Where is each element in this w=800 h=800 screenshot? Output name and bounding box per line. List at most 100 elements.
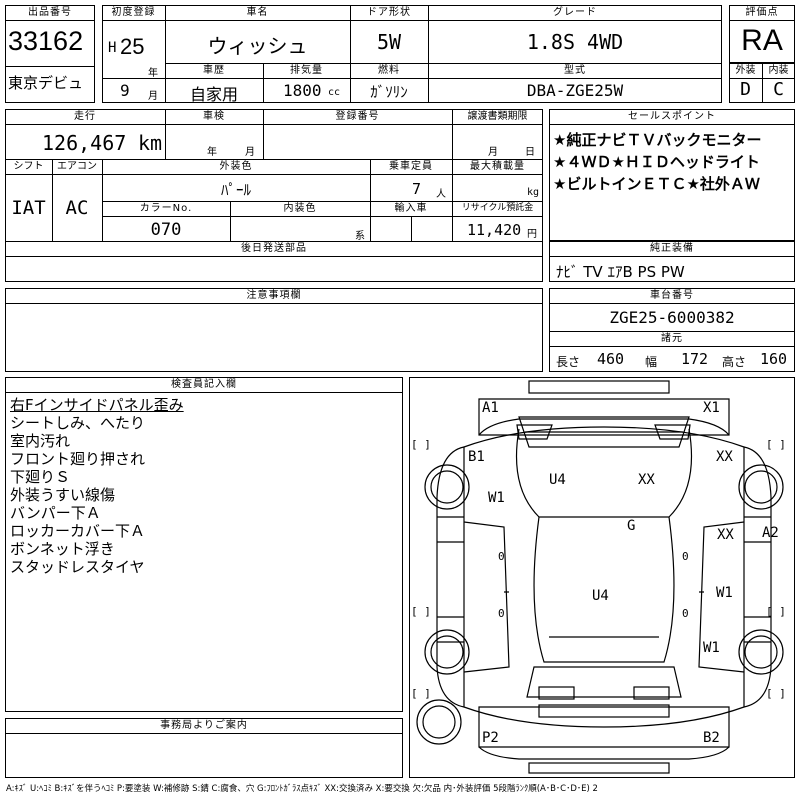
lot-number: 33162 <box>8 26 84 56</box>
note-item: 右Fインサイドパネル歪み <box>10 396 184 414</box>
history-label: 車歴 <box>203 65 225 76</box>
header-main-box <box>102 5 722 103</box>
car-name: ウィッシュ <box>207 34 308 58</box>
capacity-value: 7 <box>412 180 422 198</box>
model-label: 型式 <box>564 65 586 76</box>
damage-mark: X1 <box>703 400 720 416</box>
car-name-label: 車名 <box>246 7 269 18</box>
note-item: シートしみ、へたり <box>10 414 146 432</box>
displacement-label: 排気量 <box>290 65 323 76</box>
sales-point-3: ★ビルトインＥＴＣ★社外ＡＷ <box>553 175 760 193</box>
dims-label: 諸元 <box>661 333 683 344</box>
office-box <box>5 718 403 778</box>
score: RA <box>741 24 783 57</box>
fuel: ｶﾞｿﾘﾝ <box>370 83 408 101</box>
score-label: 評価点 <box>745 7 779 18</box>
chassis-number: ZGE25-6000382 <box>609 308 735 327</box>
fuel-label: 燃料 <box>378 65 400 76</box>
diagram-bracket: [ ] <box>411 605 431 618</box>
venue-box <box>5 66 95 103</box>
ext-grade-label: 外装 <box>735 65 756 76</box>
history: 自家用 <box>189 85 238 104</box>
inspector-notes: 右Fインサイドパネル歪み シートしみ、へたり 室内汚れ フロント廻り押され 下廻… <box>10 396 184 576</box>
sales-point-1: ★純正ナビＴＶバックモニター <box>553 131 762 149</box>
reg-era: H <box>108 40 117 56</box>
shift-label: シフト <box>13 161 44 172</box>
int-grade-label: 内装 <box>768 65 789 76</box>
score-box <box>729 5 795 63</box>
damage-mark: A1 <box>482 400 499 416</box>
displacement-unit: cc <box>328 87 341 98</box>
height-label: 高さ <box>722 355 747 369</box>
reg-month-unit: 月 <box>148 91 158 102</box>
car-diagram <box>416 380 784 774</box>
door-label: ドア形状 <box>367 7 411 18</box>
door-type: 5W <box>376 30 402 54</box>
displacement: 1800 <box>283 81 322 100</box>
damage-mark: G <box>627 518 636 534</box>
sales-point-2: ★４ＷＤ★ＨＩＤヘッドライト <box>553 153 760 171</box>
office-label: 事務局よりご案内 <box>160 720 248 731</box>
diagram-bracket: [ ] <box>411 438 431 451</box>
caution-box <box>5 288 543 372</box>
model-code: DBA-ZGE25W <box>526 81 624 100</box>
note-item: 室内汚れ <box>10 432 71 450</box>
damage-mark: XX <box>717 527 734 543</box>
color-value: ﾊﾟｰﾙ <box>220 181 251 199</box>
damage-mark: B1 <box>468 449 485 465</box>
equipment-box <box>549 241 795 282</box>
damage-mark: W1 <box>703 640 720 656</box>
ext-grade: D <box>740 79 751 100</box>
length-label: 長さ <box>556 355 581 369</box>
color-label: 外装色 <box>219 161 253 172</box>
note-item: 外装うすい線傷 <box>10 486 116 504</box>
mileage: 126,467 <box>42 131 127 155</box>
first-reg-label: 初度登録 <box>111 7 156 18</box>
damage-mark: U4 <box>592 588 609 604</box>
inspection-year-unit: 年 <box>207 147 217 158</box>
damage-diagram-box <box>409 377 795 778</box>
damage-mark: XX <box>638 472 655 488</box>
diagram-zero: 0 <box>682 550 689 563</box>
damage-mark: A2 <box>762 525 779 541</box>
reg-year-unit: 年 <box>148 68 158 79</box>
grade: 1.8S 4WD <box>526 30 624 54</box>
chassis-label: 車台番号 <box>650 290 694 301</box>
recycle-fee: 11,420 <box>467 221 522 239</box>
damage-mark: P2 <box>482 730 499 746</box>
ac-label: エアコン <box>57 161 97 172</box>
sales-points-box <box>549 109 795 241</box>
note-item: バンパー下Ａ <box>10 504 101 522</box>
equipment-label: 純正装備 <box>650 243 694 254</box>
sales-points-label: セールスポイント <box>628 111 716 122</box>
note-item: スタッドレスタイヤ <box>10 558 145 576</box>
mileage-label: 走行 <box>74 111 96 122</box>
caution-label: 注意事項欄 <box>246 290 302 301</box>
equipment-value: ﾅﾋﾞ TV ｴｱB PS PW <box>556 263 685 281</box>
lot-number-label: 出品番号 <box>28 7 72 18</box>
reg-month: 9 <box>120 81 130 100</box>
length-value: 460 <box>597 350 625 368</box>
chassis-box <box>549 288 795 372</box>
height-value: 160 <box>760 350 788 368</box>
note-item: ボンネット浮き <box>10 540 115 558</box>
width-value: 172 <box>681 350 709 368</box>
note-item: 下廻りＳ <box>10 468 71 486</box>
int-color-unit: 系 <box>355 231 365 242</box>
recycle-unit: 円 <box>527 229 537 240</box>
damage-mark: W1 <box>488 490 505 506</box>
shift-value: IAT <box>11 197 46 219</box>
diagram-zero: 0 <box>498 550 505 563</box>
reg-number-label: 登録番号 <box>335 111 380 122</box>
color-no-label: カラーNo. <box>139 203 193 214</box>
diagram-bracket: [ ] <box>411 687 431 700</box>
note-item: ロッカーカバー下Ａ <box>10 522 146 540</box>
mileage-unit: km <box>138 131 163 155</box>
transfer-day-unit: 日 <box>525 147 535 158</box>
width-label: 幅 <box>645 355 658 369</box>
reg-year: 25 <box>120 34 145 59</box>
venue-name: 東京デビュ <box>8 74 84 92</box>
damage-mark: U4 <box>549 472 566 488</box>
note-item: フロント廻り押され <box>10 450 146 468</box>
ac-value: AC <box>65 197 89 219</box>
